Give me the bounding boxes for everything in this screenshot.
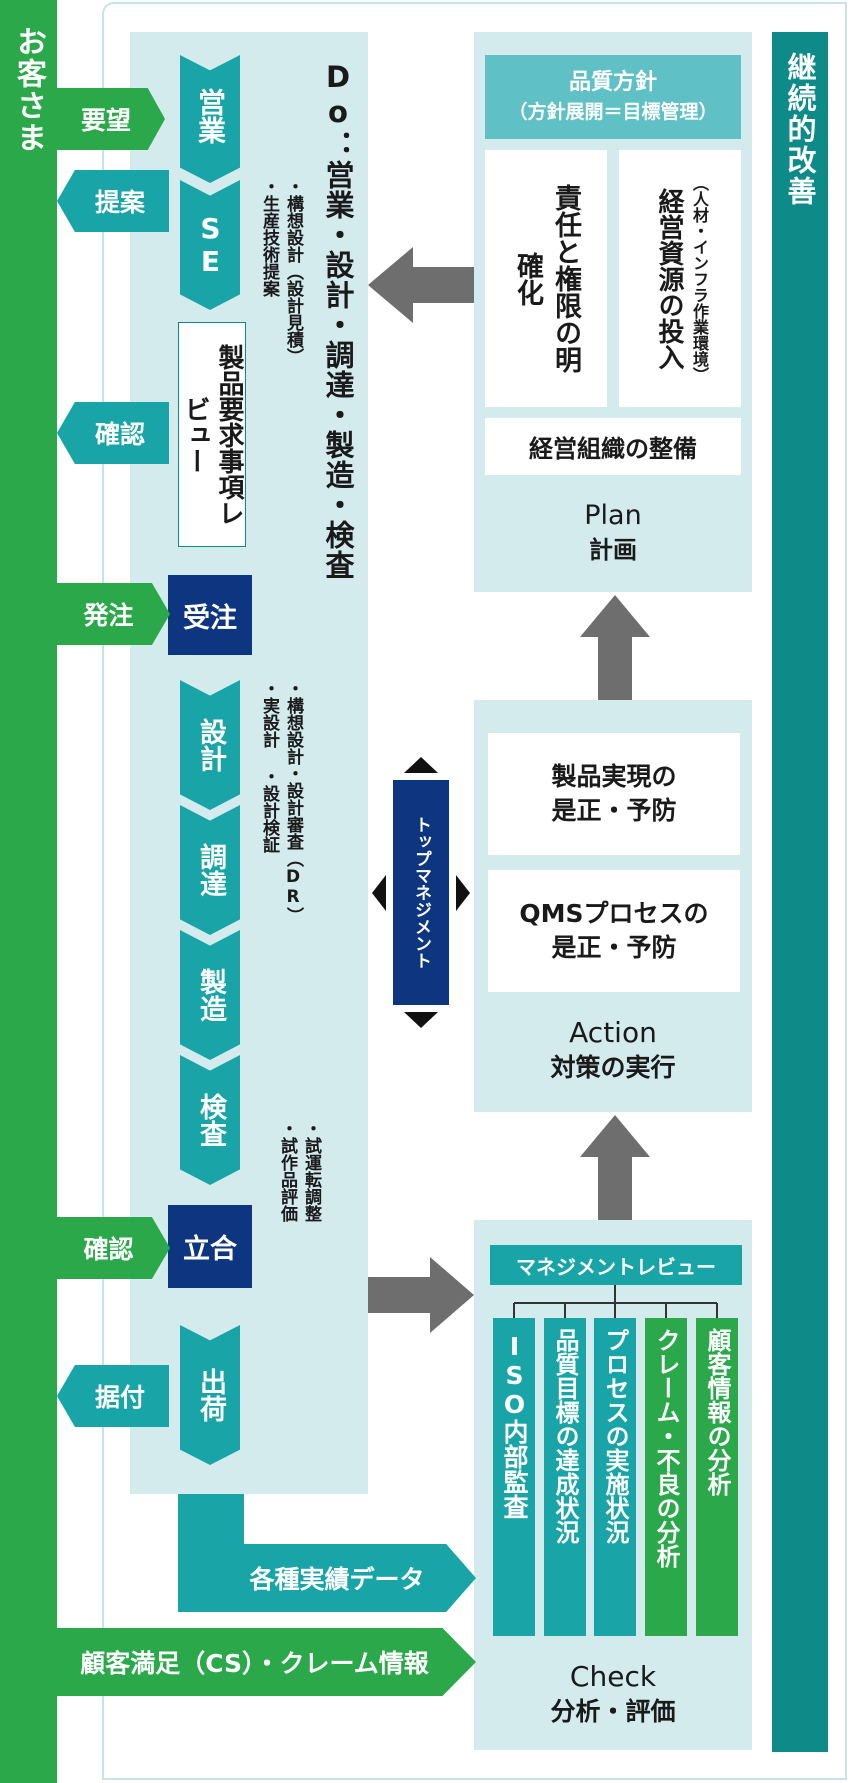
review-tree-connector (513, 1285, 718, 1319)
qms-correction-box: QMSプロセスの 是正・予防 (488, 870, 740, 992)
order-arrow: 発注 (57, 583, 170, 645)
check-item-quality-goal-label: 品質目標の達成状況 (551, 1328, 579, 1544)
witness-note-2: ・試作品評価 (277, 1120, 297, 1222)
quality-policy-box: 品質方針 （方針展開＝目標管理） (485, 55, 741, 139)
check-item-iso-audit: ISO内部監査 (493, 1318, 535, 1636)
cs-info-arrow: 顧客満足（CS）・クレーム情報 (57, 1628, 476, 1696)
performance-data-connector (178, 1494, 244, 1544)
kaizen-label: 継続的改善 (783, 52, 817, 207)
plan-caption: Plan 計画 (474, 492, 752, 572)
design-note-1: ・構想設計・設計審査（DR） (283, 680, 303, 924)
mgmt-review-label: マネジメントレビュー (516, 1254, 716, 1279)
top-management-label: トップマネジメント (411, 816, 431, 969)
organization-box: 経営組織の整備 (485, 418, 741, 475)
responsibility-box: 責任と権限の明確化 (485, 150, 607, 407)
top-management-arrows (372, 757, 470, 1028)
customer-label: お客さま (11, 26, 46, 154)
top-management-box: トップマネジメント (393, 780, 449, 1005)
request-label: 要望 (80, 106, 131, 135)
customer-bar (0, 0, 57, 1783)
manufacturing-step: 製造 (180, 930, 240, 1060)
confirm-arrow-1: 確認 (57, 402, 169, 464)
confirm-label-1: 確認 (94, 420, 145, 449)
install-label: 据付 (94, 1383, 145, 1412)
product-review-box: 製品要求事項レビュー (178, 322, 246, 547)
check-item-claim-label: クレーム・不良の分析 (652, 1328, 680, 1568)
performance-data-arrow: 各種実績データ (178, 1544, 476, 1612)
se-label: SE (194, 212, 227, 278)
do-to-check-arrow (368, 1257, 474, 1333)
resources-label: 経営資源の投入 (654, 187, 684, 370)
check-item-process-label: プロセスの実施状況 (601, 1328, 629, 1544)
order-label: 発注 (83, 601, 134, 630)
product-correction-line2: 是正・予防 (551, 796, 677, 825)
witness-note-1: ・試運転調整 (301, 1120, 321, 1222)
inspection-label: 検査 (195, 1093, 226, 1147)
procurement-step: 調達 (180, 805, 240, 935)
design-step: 設計 (180, 680, 240, 810)
action-caption-ja: 対策の実行 (550, 1053, 676, 1082)
check-caption-en: Check (569, 1660, 657, 1693)
request-arrow: 要望 (57, 88, 165, 150)
plan-to-do-arrow (368, 247, 474, 323)
witness-box: 立合 (168, 1205, 252, 1288)
outer-frame (102, 2, 847, 1780)
plan-caption-ja: 計画 (589, 536, 637, 564)
action-caption: Action 対策の実行 (474, 1010, 752, 1090)
manufacturing-label: 製造 (195, 968, 226, 1022)
design-note-2: ・実設計 ・設計検証 (259, 680, 279, 853)
qms-correction-line2: 是正・予防 (551, 933, 677, 962)
check-caption: Check 分析・評価 (474, 1652, 752, 1736)
confirm-label-2: 確認 (83, 1235, 134, 1264)
kaizen-bar (772, 32, 828, 1752)
resources-sub-label: （人材・インフラ作業環境） (690, 174, 709, 383)
qms-correction-line1: QMSプロセスの (519, 899, 709, 928)
shipment-step: 出荷 (180, 1325, 240, 1465)
check-item-customer-info-label: 顧客情報の分析 (703, 1328, 731, 1496)
product-correction-box: 製品実現の 是正・予防 (488, 733, 740, 855)
check-to-action-arrow (580, 1115, 650, 1220)
responsibility-label: 責任と権限の明確化 (512, 184, 581, 373)
se-step: SE (180, 180, 240, 310)
design-label: 設計 (195, 718, 226, 772)
se-note-1: ・構想設計（設計見積） (283, 178, 303, 365)
resources-box: 経営資源の投入 （人材・インフラ作業環境） (619, 150, 741, 407)
quality-policy-sub: （方針展開＝目標管理） (508, 101, 718, 123)
product-correction-line1: 製品実現の (551, 762, 677, 791)
plan-caption-en: Plan (584, 500, 642, 531)
product-review-label: 製品要求事項レビュー (180, 343, 244, 526)
se-note-2: ・生産技術提案 (259, 178, 279, 297)
sales-label: 営業 (194, 88, 227, 144)
check-item-process: プロセスの実施状況 (594, 1318, 636, 1636)
mgmt-review-box: マネジメントレビュー (490, 1245, 742, 1285)
check-item-claim: クレーム・不良の分析 (645, 1318, 687, 1636)
check-item-iso-audit-label: ISO内部監査 (500, 1332, 529, 1519)
check-item-customer-info: 顧客情報の分析 (696, 1318, 738, 1636)
inspection-step: 検査 (180, 1055, 240, 1185)
sales-step: 営業 (180, 55, 240, 183)
action-to-plan-arrow (580, 595, 650, 700)
check-item-quality-goal: 品質目標の達成状況 (544, 1318, 586, 1636)
shipment-label: 出荷 (195, 1368, 226, 1422)
check-caption-ja: 分析・評価 (550, 1697, 676, 1726)
proposal-label: 提案 (94, 188, 145, 217)
quality-policy-title: 品質方針 (568, 70, 657, 95)
organization-label: 経営組織の整備 (529, 435, 697, 463)
install-arrow: 据付 (57, 1365, 169, 1427)
cs-info-label: 顧客満足（CS）・クレーム情報 (80, 1649, 429, 1678)
witness-label: 立合 (183, 1234, 237, 1265)
order-received-box: 受注 (168, 575, 252, 655)
action-caption-en: Action (569, 1016, 657, 1049)
performance-data-label: 各種実績データ (249, 1565, 425, 1594)
procurement-label: 調達 (195, 843, 226, 897)
confirm-arrow-2: 確認 (57, 1217, 170, 1279)
order-received-label: 受注 (183, 602, 237, 634)
do-title: Do：営業・設計・調達・製造・検査 (321, 60, 355, 580)
proposal-arrow: 提案 (57, 170, 169, 232)
